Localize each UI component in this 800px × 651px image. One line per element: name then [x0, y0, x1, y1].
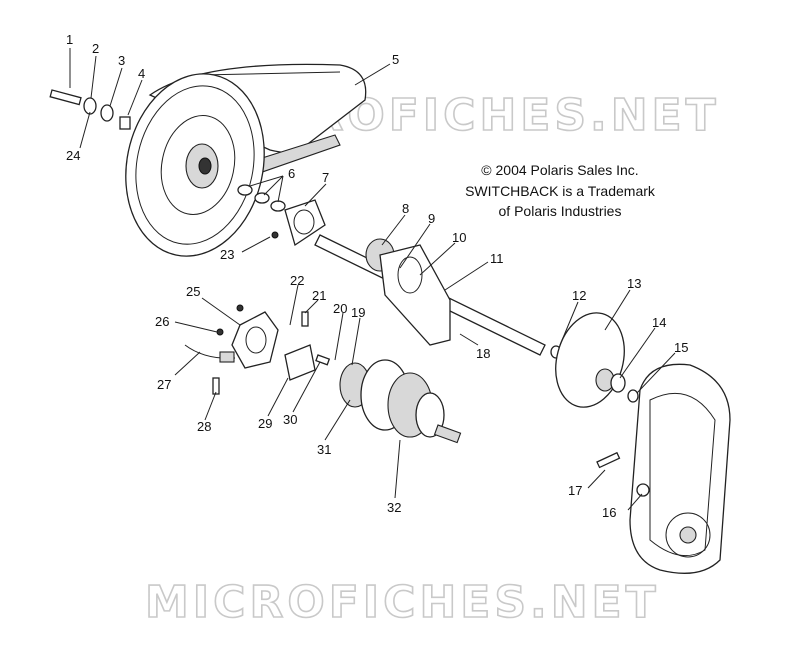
callout-22: 22 — [290, 273, 304, 288]
bearing-cap-assembly — [231, 311, 316, 381]
trademark-line-2: of Polaris Industries — [499, 203, 622, 219]
callout-14: 14 — [652, 315, 666, 330]
gear-assembly — [339, 359, 462, 444]
callout-7: 7 — [322, 170, 329, 185]
sprocket-disc — [555, 312, 625, 408]
callout-10: 10 — [452, 230, 466, 245]
callout-20: 20 — [333, 301, 347, 316]
callout-17: 17 — [568, 483, 582, 498]
chaincase-nut — [636, 483, 650, 497]
seal — [610, 373, 626, 393]
spacer-washers — [237, 184, 286, 212]
callout-16: 16 — [602, 505, 616, 520]
leader-lines — [69, 48, 676, 511]
drive-clutch — [125, 73, 265, 257]
clutch-bolt-stack — [49, 89, 131, 130]
callout-2: 2 — [92, 41, 99, 56]
callout-19: 19 — [351, 305, 365, 320]
speed-sensor — [184, 344, 236, 395]
screw-26 — [216, 328, 224, 336]
bearing-housing — [379, 244, 451, 346]
callout-32: 32 — [387, 500, 401, 515]
callout-12: 12 — [572, 288, 586, 303]
screw — [236, 304, 244, 312]
copyright-notice: © 2004 Polaris Sales Inc. SWITCHBACK is … — [465, 162, 656, 219]
callout-29: 29 — [258, 416, 272, 431]
callouts: 1 2 3 4 5 6 7 8 9 10 11 12 13 14 15 16 1… — [66, 32, 688, 520]
o-ring — [627, 389, 639, 403]
copyright-line: © 2004 Polaris Sales Inc. — [481, 162, 638, 178]
callout-26: 26 — [155, 314, 169, 329]
callout-25: 25 — [186, 284, 200, 299]
callout-13: 13 — [627, 276, 641, 291]
callout-18: 18 — [476, 346, 490, 361]
callout-30: 30 — [283, 412, 297, 427]
callout-27: 27 — [157, 377, 171, 392]
trademark-line-1: SWITCHBACK is a Trademark — [465, 183, 656, 199]
callout-4: 4 — [138, 66, 145, 81]
callout-6: 6 — [288, 166, 295, 181]
callout-23: 23 — [220, 247, 234, 262]
chaincase-bolt — [596, 451, 621, 469]
chaincase-cover — [629, 363, 731, 574]
spacer-30 — [315, 354, 331, 366]
callout-8: 8 — [402, 201, 409, 216]
callout-5: 5 — [392, 52, 399, 67]
dowel-pin — [301, 311, 309, 327]
callout-31: 31 — [317, 442, 331, 457]
callout-1: 1 — [66, 32, 73, 47]
screw-23 — [271, 231, 279, 239]
bearing-flange — [284, 199, 326, 247]
watermark-bottom: MICROFICHES.NET — [145, 577, 660, 628]
callout-3: 3 — [118, 53, 125, 68]
callout-11: 11 — [490, 251, 504, 266]
callout-28: 28 — [197, 419, 211, 434]
callout-21: 21 — [312, 288, 326, 303]
callout-24: 24 — [66, 148, 80, 163]
callout-15: 15 — [674, 340, 688, 355]
callout-9: 9 — [428, 211, 435, 226]
